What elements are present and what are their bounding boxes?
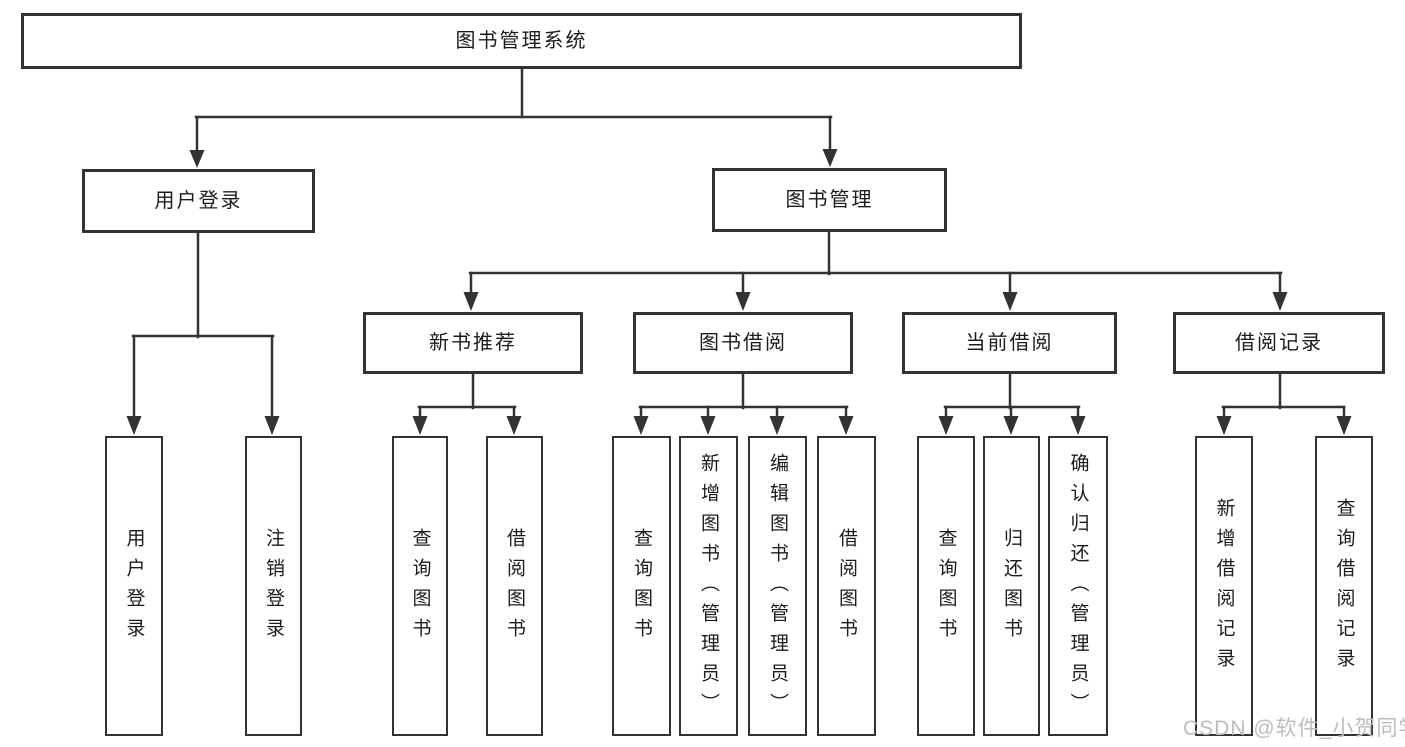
node-current-borrow: 当前借阅	[902, 312, 1117, 374]
leaf-confirm-return-admin: 确认归还（管理员）	[1048, 436, 1108, 736]
leaf-query-books-borrow: 查询图书	[612, 436, 671, 736]
node-new-book-recommend: 新书推荐	[363, 312, 583, 374]
leaf-add-borrow-record: 新增借阅记录	[1195, 436, 1253, 736]
csdn-watermark: CSDN @软件_小贺同学	[1183, 717, 1405, 740]
leaf-borrow-books-recommend: 借阅图书	[486, 436, 543, 736]
node-book-management: 图书管理	[712, 168, 947, 232]
node-user-login: 用户登录	[82, 169, 315, 233]
node-book-borrow: 图书借阅	[633, 312, 853, 374]
leaf-borrow-books: 借阅图书	[817, 436, 876, 736]
node-root: 图书管理系统	[21, 13, 1022, 69]
node-borrow-records: 借阅记录	[1173, 312, 1385, 374]
leaf-query-books-recommend: 查询图书	[392, 436, 448, 736]
leaf-logout-login: 注销登录	[245, 436, 302, 736]
leaf-return-book: 归还图书	[983, 436, 1040, 736]
leaf-query-books-current: 查询图书	[917, 436, 975, 736]
leaf-edit-book-admin: 编辑图书（管理员）	[748, 436, 807, 736]
leaf-add-book-admin: 新增图书（管理员）	[679, 436, 738, 736]
leaf-user-login: 用户登录	[105, 436, 163, 736]
leaf-query-borrow-record: 查询借阅记录	[1315, 436, 1373, 736]
